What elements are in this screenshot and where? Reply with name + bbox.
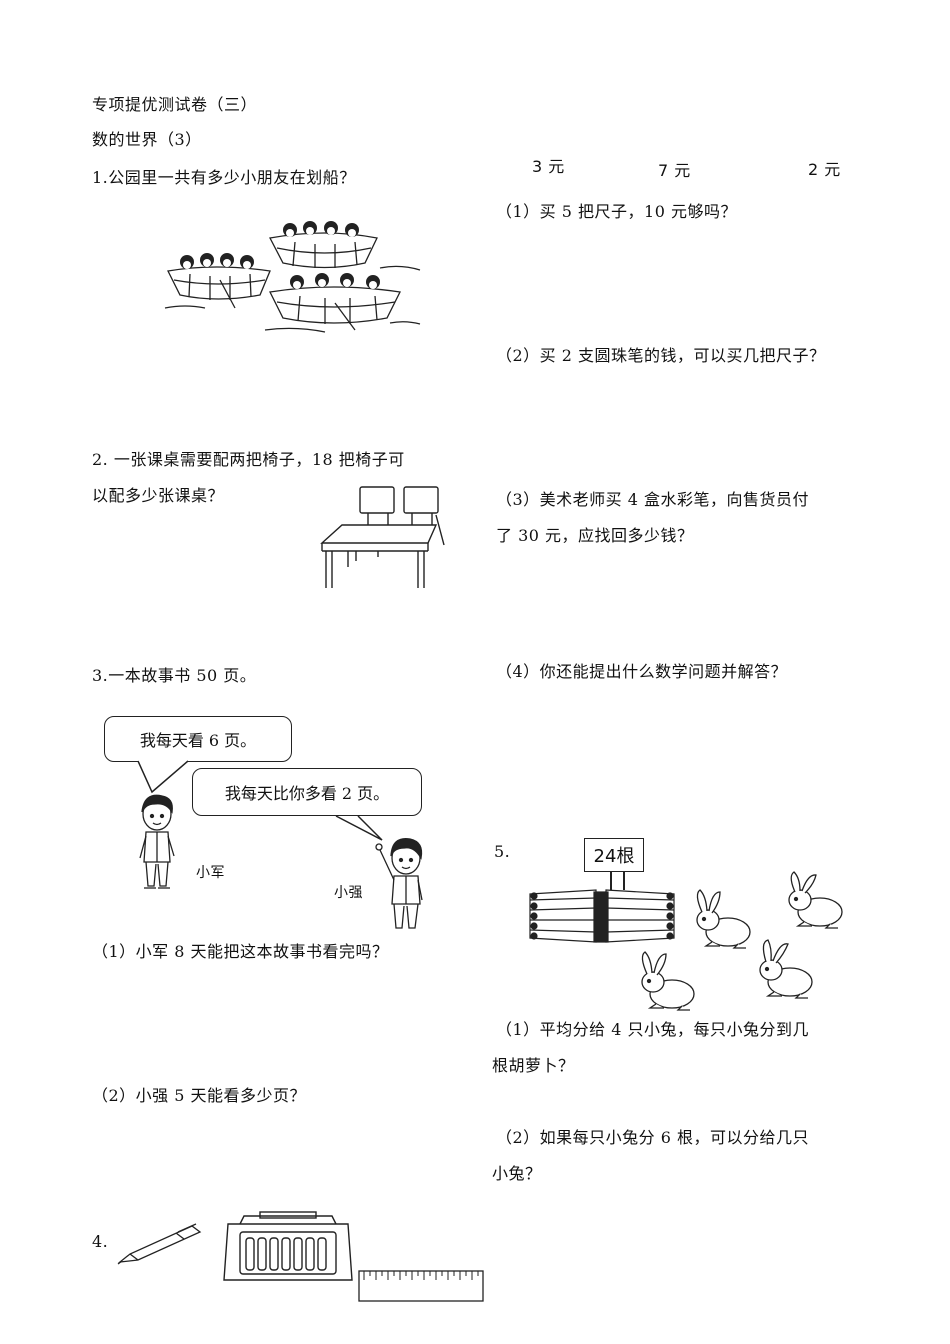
name-label-xiaoqiang: 小强 [334,885,363,901]
rabbit-icon [759,939,813,999]
ruler-icon [358,1270,484,1302]
carrot-bundle-illustration [529,872,675,943]
question-3-text: 3.一本故事书 50 页。 [92,666,257,685]
question-3-sub1: （1）小军 8 天能把这本故事书看完吗？ [92,942,389,961]
desk-chairs-illustration [320,486,445,588]
question-4-label: 4. [92,1232,109,1251]
boy-xiaojun-illustration [139,794,175,889]
question-2-line1: 2. 一张课桌需要配两把椅子，18 把椅子可 [92,450,405,469]
name-label-xiaojun: 小军 [196,865,225,881]
speech-bubble-xiaojun: 我每天看 6 页。 [104,716,292,762]
rabbit-icon [788,871,843,929]
section-subtitle: 数的世界（3） [92,130,202,149]
question-4-sub3-line2: 了 30 元，应找回多少钱？ [496,526,694,545]
price-pen: 3 元 [532,157,565,176]
question-5-label: 5. [494,842,511,861]
price-watercolor-box: 7 元 [658,161,691,180]
price-ruler: 2 元 [808,160,841,179]
question-5-sub1-line1: （1）平均分给 4 只小兔，每只小兔分到几 [496,1020,810,1039]
question-4-sub4: （4）你还能提出什么数学问题并解答？ [496,662,788,681]
question-2-line2: 以配多少张课桌？ [92,486,225,505]
question-5-sub2-line1: （2）如果每只小兔分 6 根，可以分给几只 [496,1128,810,1147]
question-4-sub2: （2）买 2 支圆珠笔的钱，可以买几把尺子？ [496,346,826,365]
page-title: 专项提优测试卷（三） [92,95,258,114]
question-5-sub1-line2: 根胡萝卜？ [492,1056,575,1075]
question-5-sub2-line2: 小兔？ [492,1164,542,1183]
rowing-boats-illustration [164,221,421,333]
question-4-sub3-line1: （3）美术老师买 4 盒水彩笔，向售货员付 [496,490,810,509]
boy-xiaoqiang-illustration [375,837,423,929]
question-4-sub1: （1）买 5 把尺子，10 元够吗？ [496,202,737,221]
rabbit-icon [641,951,695,1011]
pen-icon [117,1223,202,1265]
speech-bubble-xiaoqiang: 我每天比你多看 2 页。 [192,768,422,816]
watercolor-pen-box-icon [223,1211,353,1281]
question-1-text: 1.公园里一共有多少小朋友在划船？ [92,168,356,187]
rabbit-icon [696,889,751,949]
question-3-sub2: （2）小强 5 天能看多少页？ [92,1086,307,1105]
carrot-count-sign: 24根 [584,838,644,872]
